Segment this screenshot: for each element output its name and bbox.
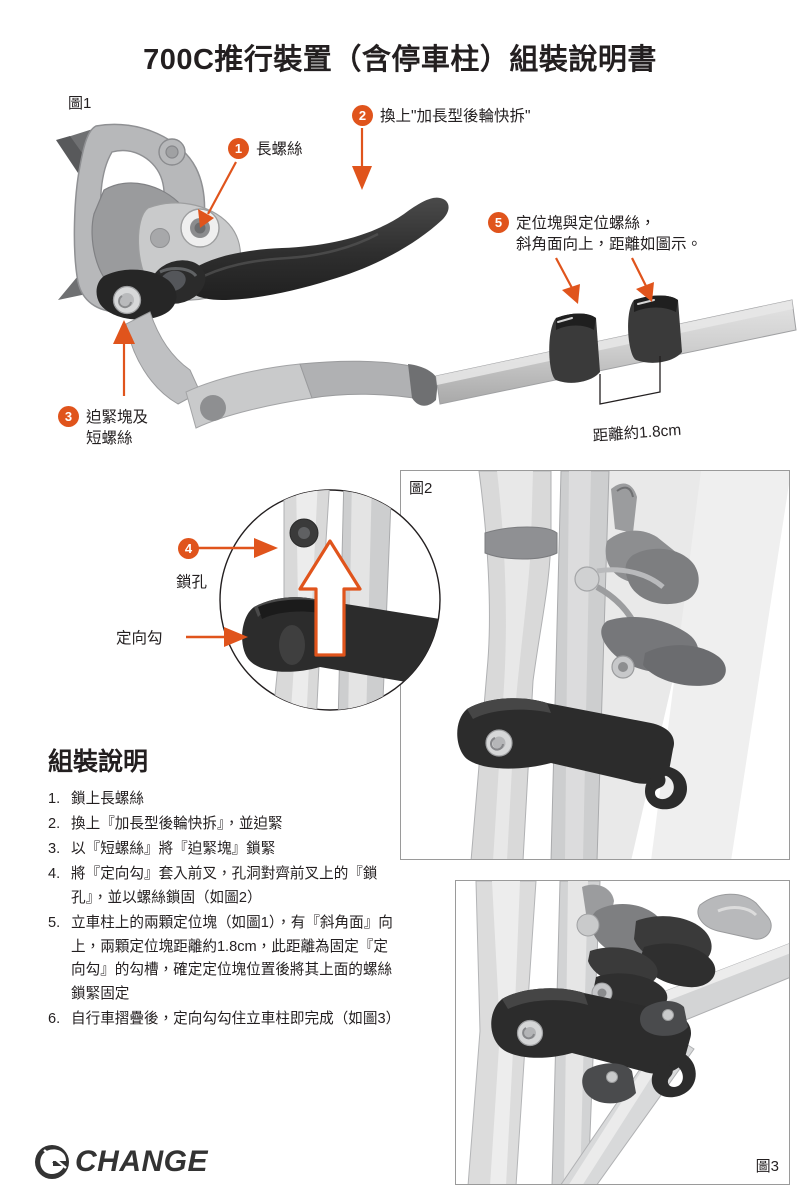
callout-1-text: 長螺絲 [256, 141, 303, 158]
page-title: 700C推行裝置（含停車柱）組裝說明書 [143, 44, 657, 76]
instruction-step-text: 將『定向勾』套入前叉，孔洞對齊前叉上的『鎖孔』，並以螺絲鎖固（如圖2） [71, 866, 378, 907]
figure-2-panel: 圖2 [400, 470, 790, 860]
figure-3-label: 圖3 [755, 1158, 779, 1175]
callout-5: 5 定位塊與定位螺絲， 斜角面向上，距離如圖示。 [488, 212, 702, 256]
figure-2-label: 圖2 [409, 480, 433, 497]
callout-2-badge: 2 [352, 105, 373, 126]
instruction-step-number: 5. [48, 915, 61, 932]
figure-2-illustration [457, 471, 789, 859]
callout-3-text: 迫緊塊及 短螺絲 [86, 409, 149, 448]
figure-3-illustration [467, 881, 789, 1184]
callout-2-text: 換上"加長型後輪快拆" [380, 108, 531, 125]
brand-name: CHANGE [75, 1145, 209, 1178]
brand-logo: CHANGE [32, 1142, 208, 1182]
callout-4-text: 鎖孔 [176, 574, 208, 591]
callout-5-text: 定位塊與定位螺絲， 斜角面向上，距離如圖示。 [516, 215, 703, 254]
instruction-step-number: 2. [48, 816, 61, 833]
callout-1-badge: 1 [228, 138, 249, 159]
instruction-step-number: 4. [48, 866, 61, 883]
callout-5-badge: 5 [488, 212, 509, 233]
callout-3-badge: 3 [58, 406, 79, 427]
instruction-step-text: 以『短螺絲』將『迫緊塊』鎖緊 [71, 841, 276, 858]
hook-label: 定向勾 [116, 630, 163, 647]
instruction-step-text: 鎖上長螺絲 [71, 791, 144, 807]
instruction-step: 6. 自行車摺疊後，定向勾勾住立車柱即完成（如圖3） [48, 1008, 401, 1032]
instruction-step: 2. 換上『加長型後輪快拆』，並迫緊 [48, 813, 394, 837]
instruction-step-number: 1. [48, 791, 61, 807]
instruction-step-number: 3. [48, 841, 61, 858]
instruction-step: 1. 鎖上長螺絲 [48, 788, 394, 812]
c-logo-mark-icon [35, 1145, 69, 1179]
instruction-step-text: 自行車摺疊後，定向勾勾住立車柱即完成（如圖3） [71, 1011, 401, 1028]
callout-3: 3 迫緊塊及 短螺絲 [58, 406, 148, 450]
figure-3-panel: 圖3 [455, 880, 790, 1185]
instruction-step-text: 換上『加長型後輪快拆』，並迫緊 [71, 816, 283, 833]
instruction-step: 4. 將『定向勾』套入前叉，孔洞對齊前叉上的『鎖孔』，並以螺絲鎖固（如圖2） [48, 863, 394, 910]
callout-1: 1 長螺絲 [228, 138, 303, 160]
instruction-step-number: 6. [48, 1011, 61, 1028]
instruction-step-text: 立車柱上的兩顆定位塊（如圖1），有『斜角面』向上，兩顆定位塊距離約1.8cm，此… [71, 915, 393, 1003]
callout-4-badge: 4 [178, 538, 199, 559]
callout-4: 4 [178, 538, 199, 559]
figure-1-label: 圖1 [68, 95, 92, 112]
instruction-step: 3. 以『短螺絲』將『迫緊塊』鎖緊 [48, 838, 394, 862]
instructions-list: 1. 鎖上長螺絲 2. 換上『加長型後輪快拆』，並迫緊 3. 以『短螺絲』將『迫緊塊』鎖緊… [48, 788, 401, 1033]
instruction-step: 5. 立車柱上的兩顆定位塊（如圖1），有『斜角面』向上，兩顆定位塊距離約1.8cm… [48, 912, 394, 1007]
callout-2: 2 換上"加長型後輪快拆" [352, 105, 531, 127]
distance-label: 距離約1.8cm [592, 421, 682, 445]
instructions-heading: 組裝說明 [48, 748, 149, 776]
